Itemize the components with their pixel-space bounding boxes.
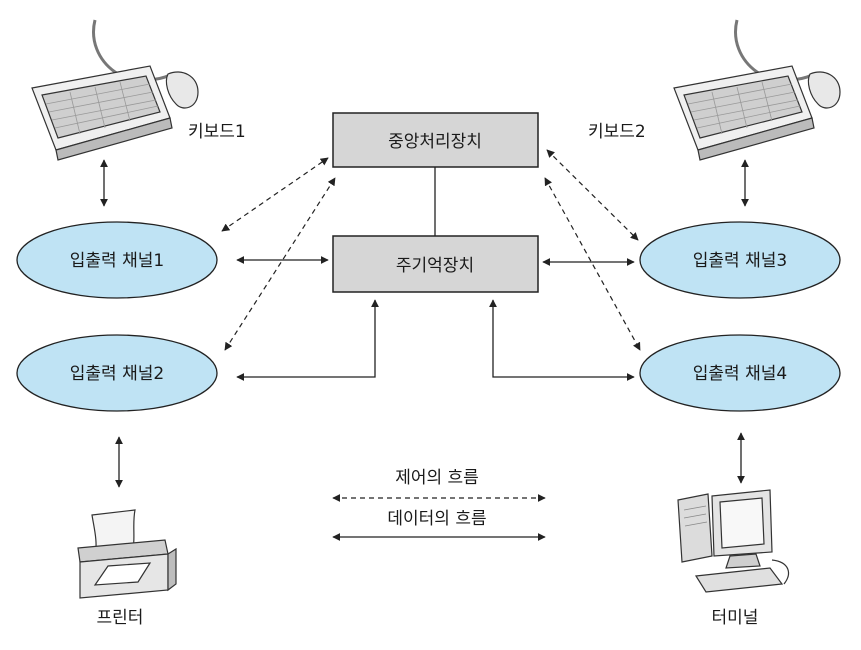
printer-device: 프린터	[77, 509, 177, 628]
keyboard2-label: 키보드2	[588, 122, 646, 142]
printer-label: 프린터	[97, 608, 144, 628]
keyboard-icon	[31, 19, 199, 161]
channel4-node: 입출력 채널4	[639, 334, 841, 412]
keyboard-icon	[673, 19, 841, 161]
control-arrow-cpu-channel4	[544, 177, 641, 351]
control-arrow-cpu-channel3	[546, 149, 639, 241]
keyboard1-device: 키보드1	[31, 19, 246, 161]
computer-icon	[677, 489, 790, 593]
channel1-node: 입출력 채널1	[16, 221, 218, 299]
channel4-label: 입출력 채널4	[693, 364, 787, 384]
control-arrow-cpu-channel2	[224, 177, 336, 351]
cpu-label: 중앙처리장치	[388, 132, 482, 152]
channel2-label: 입출력 채널2	[70, 364, 164, 384]
keyboard1-label: 키보드1	[188, 122, 246, 142]
channel3-node: 입출력 채널3	[639, 221, 841, 299]
terminal-label: 터미널	[712, 608, 759, 628]
data-arrow-memory-channel4	[489, 299, 635, 381]
channel2-node: 입출력 채널2	[16, 334, 218, 412]
legend-data-flow-label: 데이터의 흐름	[387, 509, 486, 529]
data-arrow-channel2-memory	[236, 299, 379, 381]
control-arrow-cpu-channel1	[221, 157, 329, 232]
channel3-label: 입출력 채널3	[693, 251, 787, 271]
channel1-label: 입출력 채널1	[70, 251, 164, 271]
legend: 제어의 흐름 데이터의 흐름	[332, 468, 546, 541]
memory-label: 주기억장치	[396, 256, 474, 276]
memory-node: 주기억장치	[332, 235, 539, 293]
legend-control-flow-label: 제어의 흐름	[395, 468, 479, 488]
cpu-node: 중앙처리장치	[332, 112, 539, 168]
keyboard2-device: 키보드2	[588, 19, 841, 161]
terminal-device: 터미널	[677, 489, 790, 628]
printer-icon	[77, 509, 177, 599]
